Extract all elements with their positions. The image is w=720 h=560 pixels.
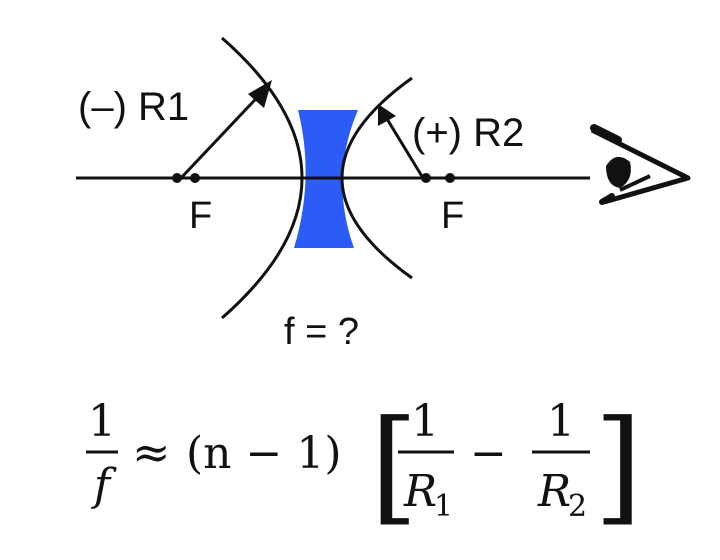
term1-subscript: 1 — [434, 489, 453, 524]
r1-label: (–) R1 — [78, 85, 189, 129]
center-of-curvature-right — [421, 173, 431, 183]
approx-sign: ≈ — [132, 425, 171, 479]
refractive-factor: (n − 1) — [186, 428, 342, 479]
term2-denominator: R — [537, 466, 571, 517]
minus-sign: − — [470, 428, 507, 479]
term1-denominator: R — [403, 466, 437, 517]
r1-arrowhead — [248, 80, 272, 108]
unknown-focal-length-label: f = ? — [284, 311, 359, 353]
r2-arrow — [382, 113, 425, 179]
focal-point-left — [190, 173, 200, 183]
term2-subscript: 2 — [568, 489, 587, 524]
focus-label-right: F — [441, 195, 464, 237]
focal-point-right — [445, 173, 455, 183]
r2-label: (+) R2 — [412, 111, 524, 155]
r1-arrow — [179, 84, 270, 180]
right-bracket: ] — [594, 394, 642, 538]
lhs-denominator: f — [91, 460, 117, 511]
lhs-numerator: 1 — [88, 396, 116, 447]
lensmaker-formula: 1 f ≈ (n − 1) [ 1 R 1 − 1 R 2 ] — [86, 394, 642, 538]
center-of-curvature-left — [172, 173, 182, 183]
eye-icon — [590, 124, 691, 205]
term1-numerator: 1 — [411, 396, 439, 447]
r2-arrowhead — [378, 104, 396, 126]
left-bracket: [ — [370, 394, 418, 538]
focus-label-left: F — [189, 195, 212, 237]
term2-numerator: 1 — [547, 396, 575, 447]
